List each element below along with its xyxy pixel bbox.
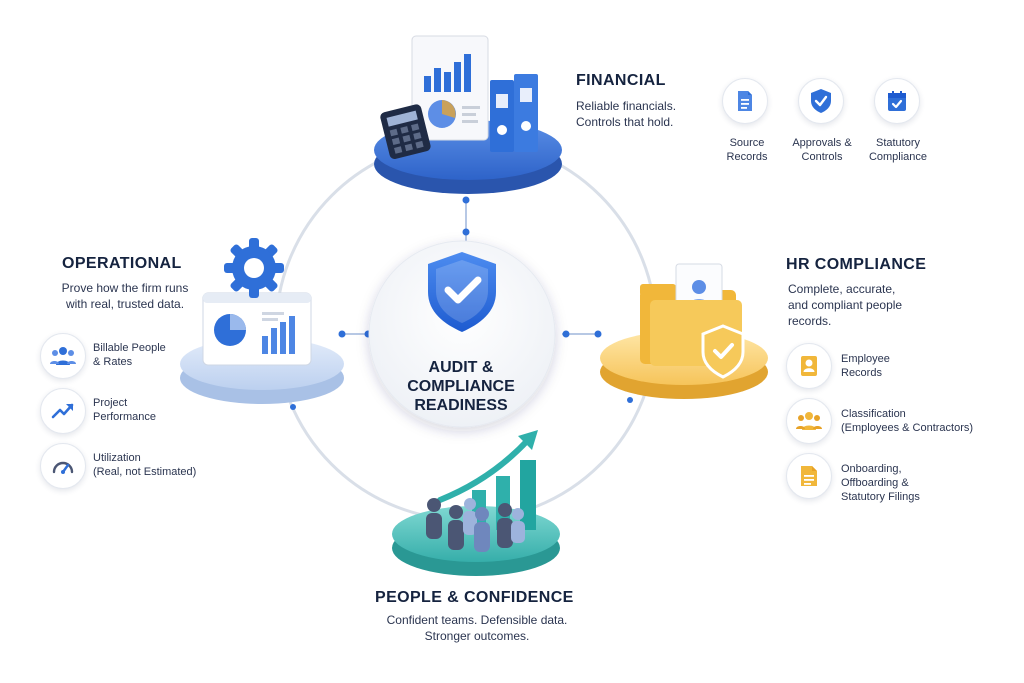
calculator-icon <box>380 104 431 160</box>
people-subtitle-line1: Confident teams. Defensible data. <box>386 613 568 627</box>
file-icon <box>801 466 817 486</box>
project-performance-label-line2: Performance <box>93 411 156 423</box>
billable-people-label: Billable People & Rates <box>93 341 166 369</box>
source-records-label-line2: Records <box>726 151 768 163</box>
people-subtitle: Confident teams. Defensible data. Strong… <box>362 612 592 644</box>
trend-up-icon <box>51 403 74 419</box>
source-records-label: Source Records <box>714 136 780 164</box>
employee-records-label: Employee Records <box>841 352 890 380</box>
classification-label-line1: Classification <box>841 408 906 420</box>
people-group-icon <box>426 498 525 552</box>
center-shield-icon <box>428 252 496 332</box>
utilization-label-line2: (Real, not Estimated) <box>93 466 197 478</box>
center-title-line3: READINESS <box>414 397 508 414</box>
hr-subtitle-line1: Complete, accurate, <box>788 282 896 296</box>
binders-icon <box>490 74 538 152</box>
billable-people-item <box>40 333 86 379</box>
operational-title: OPERATIONAL <box>62 255 182 272</box>
hr-shield-icon <box>701 324 745 379</box>
hr-subtitle: Complete, accurate, and compliant people… <box>788 281 902 329</box>
gear-icon <box>224 238 284 298</box>
financial-subtitle: Reliable financials. Controls that hold. <box>576 98 676 130</box>
statutory-compliance-label: Statutory Compliance <box>862 136 934 164</box>
financial-report-icon <box>411 35 489 141</box>
operational-subtitle-line2: with real, trusted data. <box>65 297 185 311</box>
billable-people-label-line1: Billable People <box>93 342 166 354</box>
classification-label-line2: (Employees & Contractors) <box>841 422 974 434</box>
gauge-icon <box>52 461 74 474</box>
onboarding-label-line3: Statutory Filings <box>841 491 920 503</box>
shield-check-icon <box>811 89 831 113</box>
people-icon <box>50 347 76 365</box>
financial-subtitle-line2: Controls that hold. <box>576 115 674 129</box>
statutory-compliance-item <box>874 78 920 124</box>
center-title: AUDIT & COMPLIANCE READINESS <box>386 358 536 415</box>
utilization-label: Utilization (Real, not Estimated) <box>93 451 196 479</box>
employee-records-item <box>786 343 832 389</box>
project-performance-label-line1: Project <box>93 397 128 409</box>
center-title-line2: COMPLIANCE <box>407 378 515 395</box>
source-records-label-line1: Source <box>729 137 765 149</box>
center-title-line1: AUDIT & <box>428 359 494 376</box>
onboarding-label-line1: Onboarding, <box>841 463 902 475</box>
statutory-compliance-label-line2: Compliance <box>868 151 928 163</box>
approvals-controls-label-line1: Approvals & <box>792 137 852 149</box>
source-records-item <box>722 78 768 124</box>
employee-records-label-line1: Employee <box>841 353 890 365</box>
hr-subtitle-line3: records. <box>788 314 832 328</box>
dashboard-window-icon <box>202 292 312 366</box>
id-badge-icon <box>801 356 817 376</box>
classification-label: Classification (Employees & Contractors) <box>841 407 973 435</box>
classification-item <box>786 398 832 444</box>
onboarding-item <box>786 453 832 499</box>
financial-subtitle-line1: Reliable financials. <box>576 99 677 113</box>
operational-subtitle: Prove how the firm runs with real, trust… <box>50 280 200 312</box>
project-performance-item <box>40 388 86 434</box>
statutory-compliance-label-line1: Statutory <box>875 137 921 149</box>
project-performance-label: Project Performance <box>93 396 156 424</box>
billable-people-label-line2: & Rates <box>93 356 133 368</box>
calendar-check-icon <box>888 91 906 111</box>
utilization-label-line1: Utilization <box>93 452 141 464</box>
onboarding-label-line2: Offboarding & <box>841 477 909 489</box>
approvals-controls-item <box>798 78 844 124</box>
approvals-controls-label: Approvals & Controls <box>786 136 858 164</box>
approvals-controls-label-line2: Controls <box>801 151 843 163</box>
hr-title: HR COMPLIANCE <box>786 256 927 273</box>
group-icon <box>796 412 822 430</box>
operational-subtitle-line1: Prove how the firm runs <box>61 281 189 295</box>
hr-subtitle-line2: and compliant people <box>788 298 903 312</box>
people-title: PEOPLE & CONFIDENCE <box>375 589 574 606</box>
onboarding-label: Onboarding, Offboarding & Statutory Fili… <box>841 462 920 504</box>
document-icon <box>738 91 752 111</box>
center-disc <box>368 240 556 428</box>
people-subtitle-line2: Stronger outcomes. <box>424 629 530 643</box>
financial-title: FINANCIAL <box>576 72 666 89</box>
employee-records-label-line2: Records <box>841 367 882 379</box>
utilization-item <box>40 443 86 489</box>
